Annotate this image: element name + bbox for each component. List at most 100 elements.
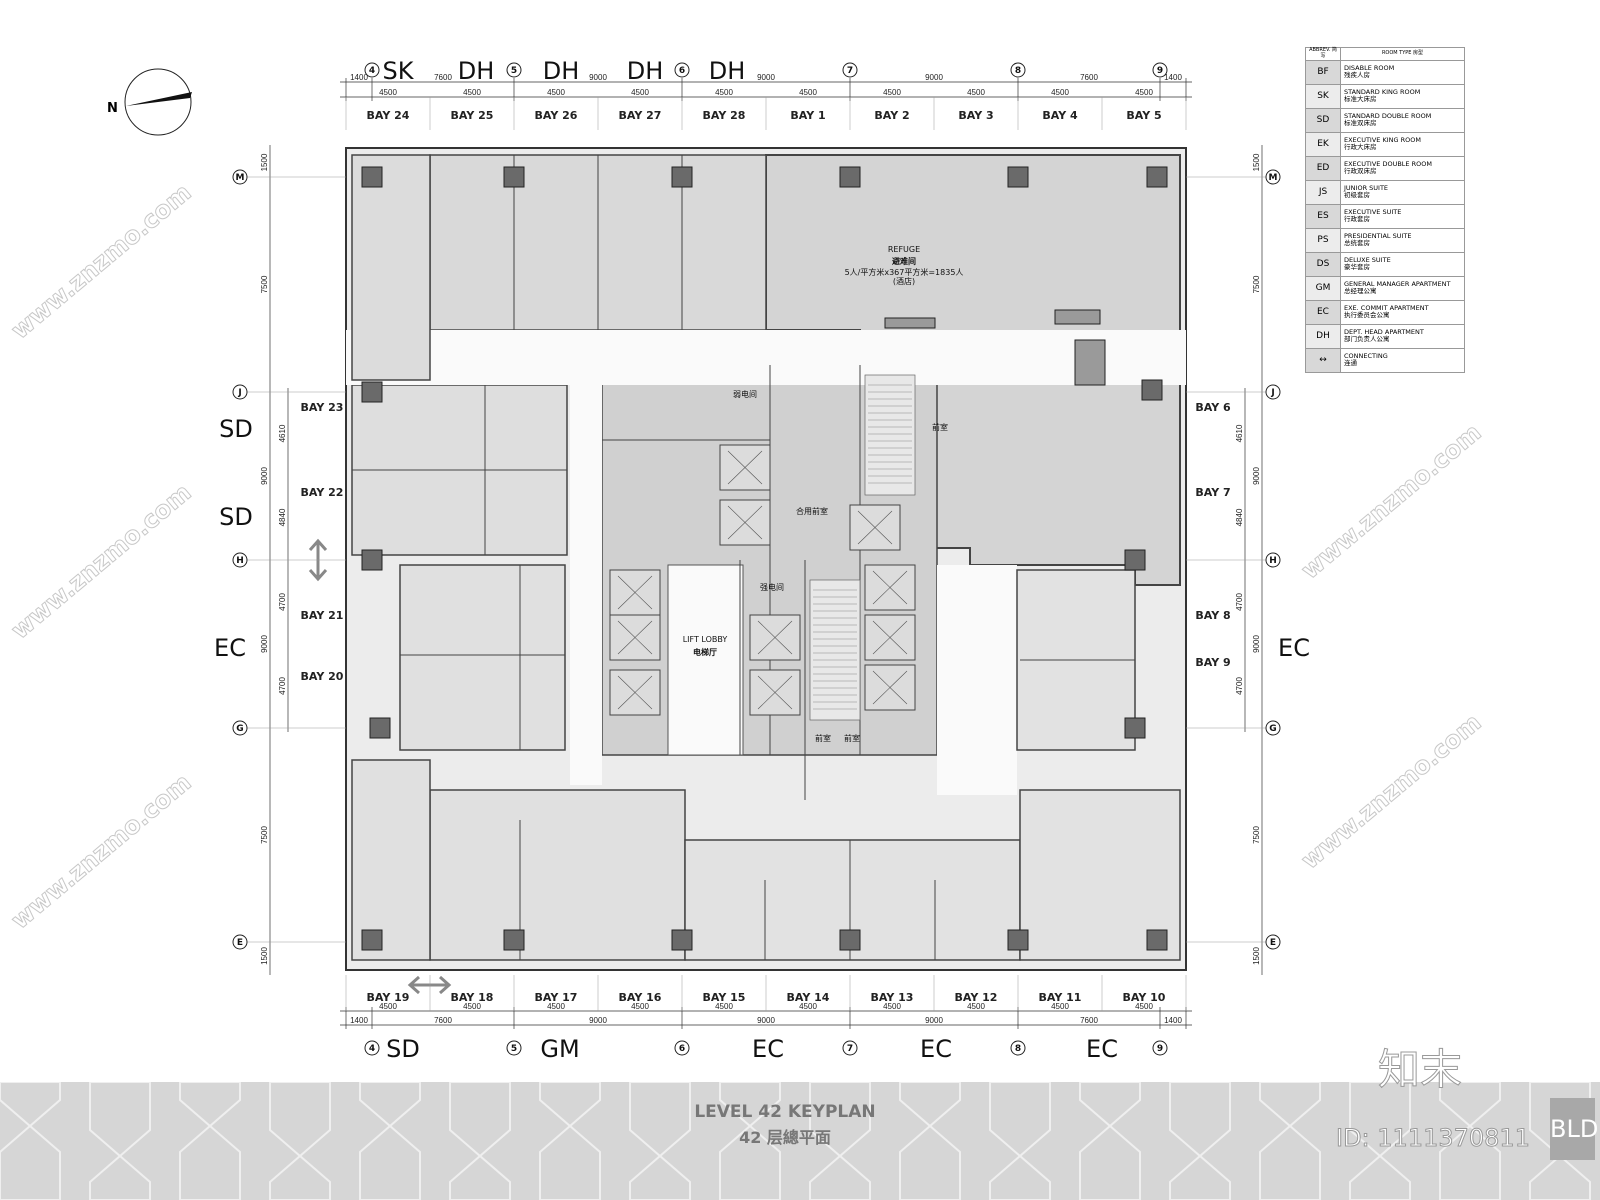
watermark-text: www.znzmo.com [6, 478, 197, 644]
dimension-label: 1500 [260, 947, 269, 965]
watermark-badge: BLD [1550, 1098, 1598, 1160]
dimension-label: 4610 [1235, 424, 1244, 442]
dimension-label: 4700 [278, 677, 287, 695]
stair-core-north [864, 374, 916, 496]
dimension-label: 4500 [631, 1002, 649, 1011]
sd-southwest-room [351, 759, 431, 961]
column [1146, 929, 1168, 951]
dimension-label: 4700 [278, 593, 287, 611]
room-type-label: SD [219, 503, 253, 531]
sk-room [351, 154, 431, 381]
grid-bubble [232, 169, 248, 185]
bay-label: BAY 21 [301, 609, 344, 622]
lift-shaft [609, 569, 661, 616]
bay-label: BAY 26 [535, 109, 578, 122]
lift-shaft [864, 564, 916, 611]
grid-bubble [1010, 62, 1026, 78]
dimension-label: 4500 [547, 88, 565, 97]
legend-room-type-cn: 执行委员会公寓 [1344, 311, 1390, 319]
lift-lobby [667, 564, 744, 756]
column [839, 166, 861, 188]
refuge-fixture [1054, 309, 1101, 325]
hexagon [719, 1082, 781, 1128]
legend-room-type-en: STANDARD KING ROOM [1344, 87, 1421, 96]
legend-room-type-en: DISABLE ROOM [1344, 63, 1395, 72]
bay-label: BAY 4 [1042, 109, 1078, 122]
ec-west-block [399, 564, 566, 751]
lift-shaft [719, 444, 771, 491]
dimension-label: 1400 [350, 73, 368, 82]
connecting-arrow-icon [407, 975, 452, 995]
dimension-label: 4500 [799, 88, 817, 97]
grid-bubble [842, 62, 858, 78]
bay-label: BAY 22 [301, 486, 344, 499]
hexagon [269, 1082, 331, 1158]
grid-bubble [232, 934, 248, 950]
gm-apartment [429, 789, 686, 961]
legend-room-type-en: EXECUTIVE KING ROOM [1344, 135, 1421, 144]
legend-room-type-cn: 连通 [1344, 359, 1357, 367]
dimension-label: 9000 [589, 1016, 607, 1025]
bay-label: BAY 14 [787, 991, 830, 1004]
lift-cross [617, 620, 653, 655]
grid-label: 8 [1015, 66, 1021, 76]
grid-label: M [236, 173, 245, 183]
grid-bubble [1265, 934, 1281, 950]
floor-plan: www.znzmo.comwww.znzmo.comwww.znzmo.comw… [5, 57, 1487, 1063]
dimension-label: 4700 [1235, 593, 1244, 611]
room-type-label: DH [543, 57, 580, 85]
lift-car [609, 614, 661, 661]
bay-label: BAY 11 [1039, 991, 1082, 1004]
dimension-label: 7500 [1252, 826, 1261, 844]
legend-room-type-en: PRESIDENTIAL SUITE [1344, 231, 1412, 240]
bay-label: BAY 9 [1195, 656, 1230, 669]
legend-abbr: JS [1305, 179, 1341, 205]
legend-room-type-en: GENERAL MANAGER APARTMENT [1344, 279, 1451, 288]
drawing-title-en: LEVEL 42 KEYPLAN [694, 1102, 876, 1122]
legend-abbr: EK [1305, 131, 1341, 157]
dimension-label: 9000 [260, 635, 269, 653]
dimension-label: 1500 [1252, 153, 1261, 171]
hexagon [719, 1124, 781, 1200]
bay-label: BAY 12 [955, 991, 998, 1004]
refuge-label-cn: 避难间 [892, 256, 916, 266]
corridor-north [346, 330, 1186, 385]
lift-cross [727, 505, 763, 540]
dimension-label: 7500 [260, 826, 269, 844]
lift-shaft [749, 669, 801, 716]
dimension-label: 4500 [1135, 1002, 1153, 1011]
hexagon [1259, 1082, 1321, 1128]
column [1007, 166, 1029, 188]
dimension-label: 4500 [1051, 1002, 1069, 1011]
dimension-label: 1500 [1252, 947, 1261, 965]
dimension-label: 4500 [799, 1002, 817, 1011]
title-band [0, 1082, 1600, 1200]
dimension-label: 1500 [260, 153, 269, 171]
grid-label: H [1269, 556, 1277, 566]
legend-abbr: ES [1305, 203, 1341, 229]
watermark-text: www.znzmo.com [6, 178, 197, 344]
grid-bubble [232, 720, 248, 736]
dimension-label: 4500 [967, 1002, 985, 1011]
grid-bubble [1265, 720, 1281, 736]
legend-abbr: ED [1305, 155, 1341, 181]
hexagon [629, 1082, 691, 1158]
dimension-label: 4500 [715, 1002, 733, 1011]
bay-label: BAY 28 [703, 109, 746, 122]
dimension-label: 4500 [883, 88, 901, 97]
dimension-label: 4700 [1235, 677, 1244, 695]
watermark-text: www.znzmo.com [6, 768, 197, 934]
stair-treads [813, 384, 912, 710]
legend-room-type-cn: 行政大床房 [1344, 143, 1377, 151]
grid-label: 6 [679, 1044, 685, 1054]
legend-room-type-en: CONNECTING [1344, 351, 1388, 360]
grid-label: 9 [1157, 66, 1163, 76]
